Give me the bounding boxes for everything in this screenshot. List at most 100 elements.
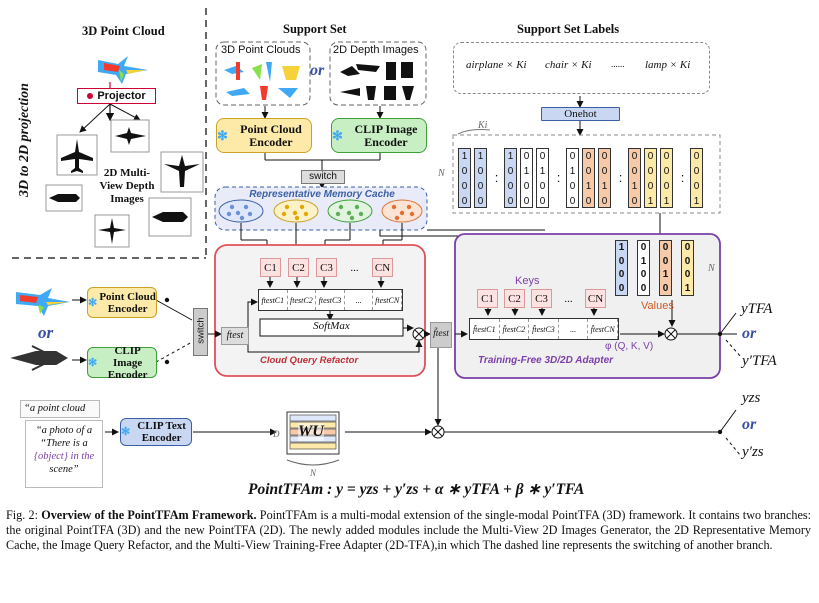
cqr-label: Cloud Query Refactor (260, 355, 359, 366)
onehot-bit: 1 (647, 196, 654, 207)
label-lamp: lamp × Ki (645, 59, 691, 71)
y-zs-label: yzs (742, 390, 761, 406)
w-label: WU (298, 423, 324, 441)
y-tfa-label: yTFA (741, 301, 773, 317)
labels-title: Support Set Labels (517, 22, 620, 36)
y-zs-prime-label: y′zs (742, 444, 764, 460)
onehot-bit: 0 (461, 181, 468, 192)
tfa-keys-label: Keys (515, 275, 540, 287)
tfa-similarity: f̃testC2 (500, 319, 530, 339)
onehot-bit: 0 (523, 181, 530, 192)
phi-label: φ (Q, K, V) (605, 341, 654, 352)
ki-label: Ki (478, 120, 488, 131)
tfa-key: C2 (504, 289, 525, 308)
value-bit: 0 (640, 242, 647, 253)
query-clip-encoder: ✻ CLIP Image Encoder (87, 345, 157, 381)
onehot-bit: 1 (461, 151, 468, 162)
tfa-key: C1 (477, 289, 498, 308)
support-pc-encoder: ✻ Point Cloud Encoder (216, 118, 312, 153)
tfa-similarity: f̃testC1 (470, 319, 500, 339)
value-bit: 0 (640, 282, 647, 294)
query-switch: switch (193, 308, 208, 356)
onehot-bit: 1 (569, 166, 576, 177)
softmax-label: SoftMax (313, 320, 350, 332)
cqr-key: C1 (260, 258, 281, 277)
cqr-key: CN (372, 258, 393, 277)
onehot-bit: 0 (539, 196, 546, 207)
n-label: N (438, 168, 445, 179)
support-or-label: or (310, 62, 325, 79)
onehot-bit: 0 (647, 181, 654, 192)
value-bit: 1 (618, 242, 625, 253)
query-pc-encoder: ✻ Point Cloud Encoder (87, 287, 157, 318)
snowflake-icon: ✻ (88, 356, 98, 369)
onehot-bit: 0 (631, 196, 638, 207)
caption-prefix: Fig. 2: (6, 508, 38, 522)
query-or-label: or (38, 323, 54, 342)
tfa-key: CN (585, 289, 606, 308)
tfa-values-label: Values (641, 300, 674, 312)
output-or-2: or (742, 416, 757, 433)
onehot-bit: 1 (507, 151, 514, 162)
onehot-column: 0 0 0 1 (644, 148, 657, 208)
projector-label: Projector (97, 90, 146, 102)
clip-text-encoder: ✻ CLIP Text Encoder (120, 418, 192, 446)
query-point-cloud-image (16, 288, 70, 316)
onehot-bit: 0 (539, 181, 546, 192)
onehot-bit: 1 (693, 196, 700, 207)
onehot-bit: 0 (647, 151, 654, 162)
onehot-bit: 0 (507, 196, 514, 207)
onehot-bit: 0 (585, 166, 592, 177)
cqr-similarity: ... (345, 290, 374, 310)
prompt-line-4: {object} in the (33, 451, 95, 462)
onehot-bit: 1 (601, 181, 608, 192)
value-bit: 0 (684, 269, 691, 280)
onehot-bit: 0 (663, 166, 670, 177)
tfa-label: Training-Free 3D/2D Adapter (478, 355, 614, 366)
onehot-bit: 0 (523, 151, 530, 162)
ftest-tilde-box: f̃test (430, 322, 452, 348)
tfa-key: C3 (531, 289, 552, 308)
onehot-bit: 0 (663, 151, 670, 162)
onehot-bit: 0 (523, 196, 530, 207)
left-panel-title: 3D Point Cloud (82, 24, 165, 38)
figure-caption: Fig. 2: Overview of the PointTFAm Framew… (6, 508, 811, 553)
onehot-bit: 0 (601, 166, 608, 177)
onehot-bit: 0 (569, 181, 576, 192)
value-bit: 0 (662, 255, 669, 267)
query-pc-encoder-label: Point Cloud Encoder (99, 290, 156, 315)
w-n-label: N (310, 468, 317, 478)
support-pc-label: 3D Point Clouds (221, 44, 301, 56)
query-depth-image (10, 345, 68, 371)
onehot-bit: 0 (461, 196, 468, 207)
snowflake-icon: ✻ (121, 426, 131, 438)
query-switch-label: switch (195, 317, 207, 344)
value-bit: 0 (684, 242, 691, 253)
onehot-bit: 0 (631, 166, 638, 177)
onehot-bit: 0 (663, 181, 670, 192)
prompt-line-1: “a point cloud (24, 403, 86, 414)
onehot-bit: 0 (647, 166, 654, 177)
onehot-column: : (618, 170, 623, 185)
multiview-label: 2D Multi-View Depth Images (99, 167, 155, 205)
onehot-bit: 0 (477, 181, 484, 192)
cqr-similarity: ftestC2 (288, 290, 317, 310)
tfa-similarity: f̃testC3 (529, 319, 559, 339)
onehot-bit: 0 (569, 151, 576, 162)
prompt-card-1: “a point cloud (20, 400, 100, 418)
snowflake-icon: ✻ (332, 128, 343, 143)
value-bit: 1 (684, 282, 691, 294)
prompt-line-2: “a photo of a (35, 425, 93, 436)
projection-side-label: 3D to 2D projection (17, 83, 32, 197)
onehot-bit: 1 (631, 181, 638, 192)
caption-bold: Overview of the PointTFAm Framework. (41, 508, 257, 522)
onehot-box: Onehot (541, 107, 620, 121)
projector-dot-icon (87, 93, 94, 99)
prompt-line-3: “There is a (40, 438, 88, 449)
value-bit: 0 (662, 282, 669, 294)
